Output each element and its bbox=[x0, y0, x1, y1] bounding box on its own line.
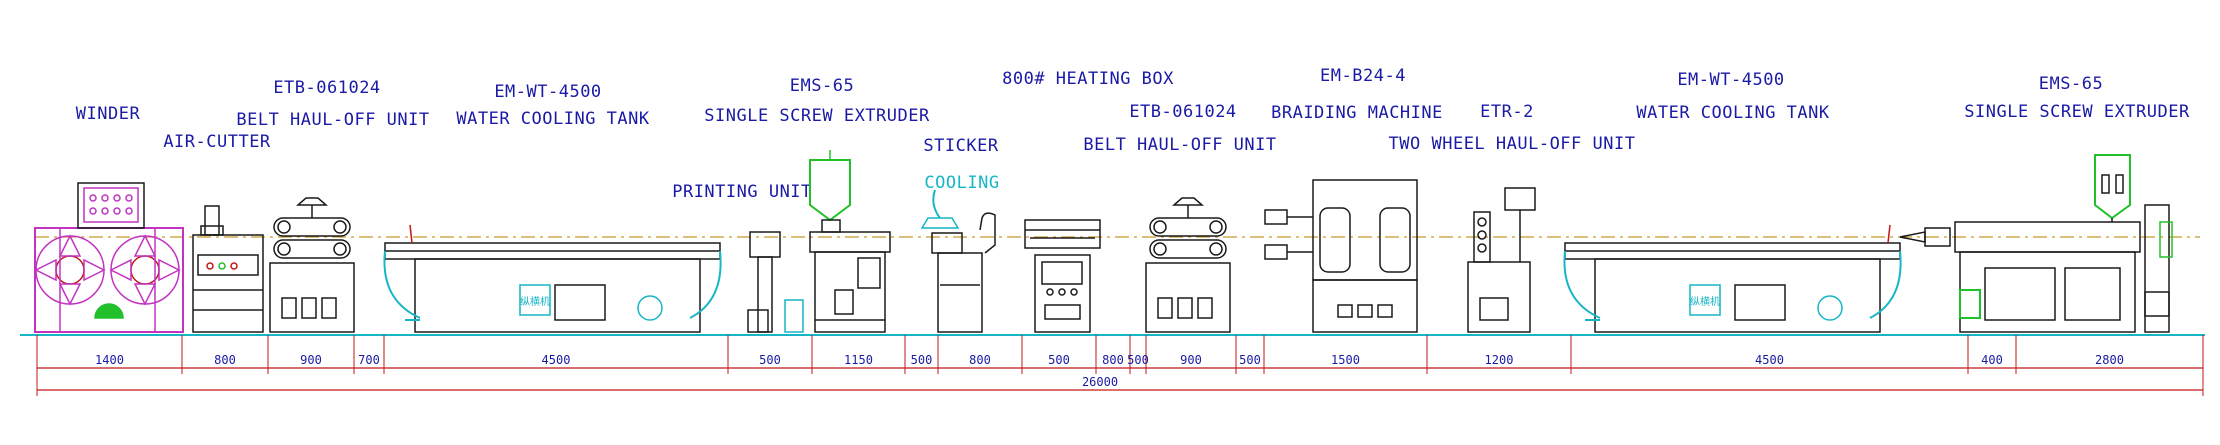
dimension-value: 500 bbox=[1239, 353, 1261, 367]
tank-2-plate: 纵横机 bbox=[1690, 295, 1720, 308]
water-tank-1-machine bbox=[383, 224, 722, 333]
water-tank-1-name-label: WATER COOLING TANK bbox=[456, 109, 650, 129]
extruder-2-model-label: EMS-65 bbox=[2038, 74, 2104, 94]
dimension-value: 900 bbox=[300, 353, 322, 367]
two-wheel-haul-off-name-label: TWO WHEEL HAUL-OFF UNIT bbox=[1388, 134, 1636, 154]
braiding-machine bbox=[1264, 179, 1418, 333]
heating-box-machine bbox=[1024, 219, 1101, 333]
belt-haul-off-2-machine bbox=[1145, 197, 1231, 333]
dimension-value: 1150 bbox=[844, 353, 873, 367]
dimension-value: 800 bbox=[969, 353, 991, 367]
dimension-value: 500 bbox=[759, 353, 781, 367]
water-tank-2-machine bbox=[1563, 224, 1902, 333]
winder-machine bbox=[34, 182, 184, 333]
printing-unit-label: PRINTING UNIT bbox=[672, 182, 812, 202]
dimension-value: 1500 bbox=[1331, 353, 1360, 367]
tank-1-plate: 纵横机 bbox=[520, 295, 550, 308]
printing-unit-machine bbox=[747, 231, 804, 333]
dimension-value: 500 bbox=[1048, 353, 1070, 367]
dimension-value: 800 bbox=[1102, 353, 1124, 367]
belt-haul-off-2-name-label: BELT HAUL-OFF UNIT bbox=[1083, 135, 1277, 155]
dimension-value: 800 bbox=[214, 353, 236, 367]
dimension-value: 1200 bbox=[1485, 353, 1514, 367]
extruder-2-name-label: SINGLE SCREW EXTRUDER bbox=[1964, 102, 2190, 122]
winder-label: WINDER bbox=[75, 104, 141, 124]
belt-haul-off-2-model-label: ETB-061024 bbox=[1129, 102, 1237, 122]
air-cutter-label: AIR-CUTTER bbox=[163, 132, 271, 152]
dimension-value: 1400 bbox=[95, 353, 124, 367]
extruder-1-name-label: SINGLE SCREW EXTRUDER bbox=[704, 106, 930, 126]
dimension-value: 900 bbox=[1180, 353, 1202, 367]
belt-haul-off-1-model-label: ETB-061024 bbox=[273, 78, 381, 98]
two-wheel-haul-off-machine bbox=[1467, 187, 1536, 333]
belt-haul-off-1-name-label: BELT HAUL-OFF UNIT bbox=[236, 110, 430, 130]
extruder-1-machine bbox=[809, 150, 891, 333]
belt-haul-off-1-machine bbox=[269, 197, 355, 333]
dimension-value: 4500 bbox=[542, 353, 571, 367]
dimension-value: 4500 bbox=[1755, 353, 1784, 367]
dimension-value: 400 bbox=[1981, 353, 2003, 367]
braiding-machine-model-label: EM-B24-4 bbox=[1320, 66, 1406, 86]
dimension-value: 500 bbox=[1127, 353, 1149, 367]
air-cutter-machine bbox=[192, 205, 264, 333]
water-tank-1-model-label: EM-WT-4500 bbox=[494, 82, 602, 102]
dimension-value: 2800 bbox=[2095, 353, 2124, 367]
dimension-value: 500 bbox=[911, 353, 933, 367]
two-wheel-haul-off-model-label: ETR-2 bbox=[1480, 102, 1534, 122]
sticker-label: STICKER bbox=[923, 136, 999, 156]
sticker-cooling-machine bbox=[920, 189, 996, 333]
total-dimension-value: 26000 bbox=[1082, 375, 1118, 389]
extruder-2-machine bbox=[1899, 154, 2173, 333]
water-tank-2-name-label: WATER COOLING TANK bbox=[1636, 103, 1830, 123]
extruder-1-model-label: EMS-65 bbox=[789, 76, 855, 96]
water-tank-2-model-label: EM-WT-4500 bbox=[1677, 70, 1785, 90]
braiding-machine-name-label: BRAIDING MACHINE bbox=[1271, 103, 1443, 123]
heating-box-label: 800# HEATING BOX bbox=[1002, 69, 1174, 89]
dimension-value: 700 bbox=[358, 353, 380, 367]
cooling-label: COOLING bbox=[924, 173, 1000, 193]
